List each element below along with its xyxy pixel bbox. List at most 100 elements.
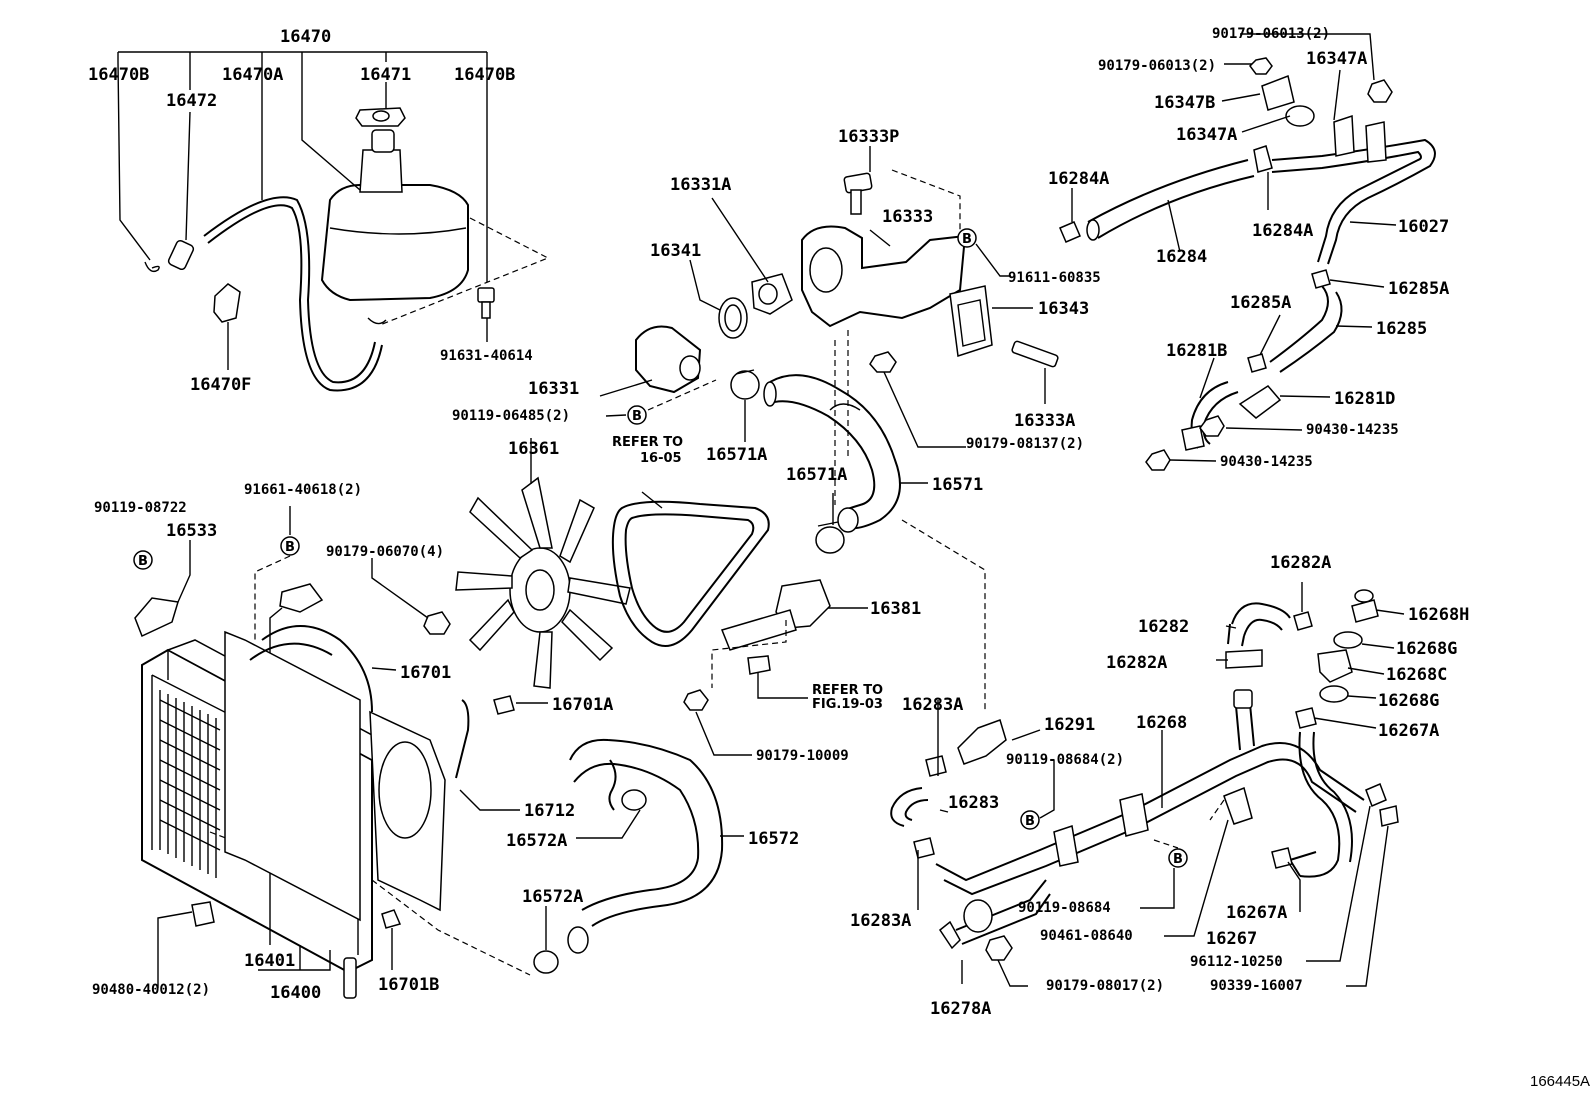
svg-text:B: B [962, 232, 972, 247]
label-16471: 16471 [360, 65, 411, 85]
outlet-gasket [949, 285, 993, 357]
label-16283: 16283 [948, 793, 999, 813]
label-90179-08137: 90179-08137(2) [966, 436, 1084, 452]
label-90119-08722: 90119-08722 [94, 500, 187, 516]
label-16343: 16343 [1038, 299, 1089, 319]
label-90179-08017: 90179-08017(2) [1046, 978, 1164, 994]
label-16572a-bottom: 16572A [522, 887, 583, 907]
svg-text:B: B [1025, 814, 1035, 829]
label-16331: 16331 [528, 379, 579, 399]
lower-radiator-hose [533, 738, 744, 974]
label-16701a: 16701A [552, 695, 613, 715]
cooling-fan [455, 438, 631, 689]
label-16268g-bottom: 16268G [1378, 691, 1439, 711]
fan-switch [683, 579, 868, 756]
label-90179-06013-top: 90179-06013(2) [1212, 26, 1330, 42]
label-16470a: 16470A [222, 65, 283, 85]
label-16281b: 16281B [1166, 341, 1227, 361]
label-16284a-right: 16284A [1252, 221, 1313, 241]
label-16701b: 16701B [378, 975, 439, 995]
label-16533: 16533 [166, 521, 217, 541]
label-90430-14235-a: 90430-14235 [1306, 422, 1399, 438]
bypass-hose-group [1059, 33, 1436, 471]
label-90461-08640: 90461-08640 [1040, 928, 1133, 944]
label-16381: 16381 [870, 599, 921, 619]
label-90430-14235-b: 90430-14235 [1220, 454, 1313, 470]
label-16027: 16027 [1398, 217, 1449, 237]
svg-text:B: B [632, 409, 642, 424]
label-16283a-bottom: 16283A [850, 911, 911, 931]
drive-belt [611, 491, 770, 647]
label-16712: 16712 [524, 801, 575, 821]
label-90480-40012: 90480-40012(2) [92, 982, 210, 998]
reservoir-bracket [213, 283, 241, 323]
label-16285: 16285 [1376, 319, 1427, 339]
label-16333a: 16333A [1014, 411, 1075, 431]
label-16281d: 16281D [1334, 389, 1395, 409]
label-91631-40614: 91631-40614 [440, 348, 533, 364]
label-16470: 16470 [280, 27, 331, 47]
label-16333: 16333 [882, 207, 933, 227]
radiator-cap [279, 583, 324, 613]
label-16284: 16284 [1156, 247, 1207, 267]
label-16571a-top: 16571A [706, 445, 767, 465]
label-16347a-top: 16347A [1306, 49, 1367, 69]
label-16400: 16400 [270, 983, 321, 1003]
water-pipe-group: B B [890, 582, 1405, 987]
label-16361: 16361 [508, 439, 559, 459]
svg-text:B: B [1173, 852, 1183, 867]
label-90179-06013-mid: 90179-06013(2) [1098, 58, 1216, 74]
label-16331a: 16331A [670, 175, 731, 195]
label-16285a-left: 16285A [1230, 293, 1291, 313]
label-16282: 16282 [1138, 617, 1189, 637]
svg-text:B: B [138, 554, 148, 569]
label-16284a-left: 16284A [1048, 169, 1109, 189]
label-16347a-mid: 16347A [1176, 125, 1237, 145]
label-16472: 16472 [166, 91, 217, 111]
label-16401: 16401 [244, 951, 295, 971]
radiator-bracket [134, 597, 179, 638]
refer-note-belt-line1: REFER TO [612, 435, 683, 450]
label-16285a-right: 16285A [1388, 279, 1449, 299]
label-16571: 16571 [932, 475, 983, 495]
label-16470f: 16470F [190, 375, 251, 395]
refer-note-switch-line1: REFER TO [812, 683, 883, 698]
label-16282a-top: 16282A [1270, 553, 1331, 573]
label-16470b-left: 16470B [88, 65, 149, 85]
thermostat-group: B B [599, 146, 1059, 712]
label-16267a-bottom: 16267A [1226, 903, 1287, 923]
reservoir-tank [320, 184, 469, 302]
label-16333p: 16333P [838, 127, 899, 147]
label-16571a-mid: 16571A [786, 465, 847, 485]
figure-id: 166445A [1530, 1073, 1590, 1090]
label-16268g-top: 16268G [1396, 639, 1457, 659]
label-16572a-top: 16572A [506, 831, 567, 851]
label-16282a-mid: 16282A [1106, 653, 1167, 673]
label-16291: 16291 [1044, 715, 1095, 735]
svg-text:B: B [285, 540, 295, 555]
upper-radiator-hose [763, 374, 928, 554]
reservoir-tank-group [117, 51, 550, 392]
fan-shroud: B B [133, 506, 548, 970]
label-90119-08684: 90119-08684 [1018, 900, 1111, 916]
label-16572: 16572 [748, 829, 799, 849]
refer-note-switch-line2: FIG.19-03 [812, 697, 883, 712]
label-90119-08684-2: 90119-08684(2) [1006, 752, 1124, 768]
label-90119-06485: 90119-06485(2) [452, 408, 570, 424]
label-16341: 16341 [650, 241, 701, 261]
water-outlet-housing [801, 225, 967, 328]
label-90179-10009: 90179-10009 [756, 748, 849, 764]
label-16268: 16268 [1136, 713, 1187, 733]
label-90179-06070: 90179-06070(4) [326, 544, 444, 560]
label-16283a-top: 16283A [902, 695, 963, 715]
label-16268h: 16268H [1408, 605, 1469, 625]
label-16470b-right: 16470B [454, 65, 515, 85]
label-91661-40618: 91661-40618(2) [244, 482, 362, 498]
label-16701: 16701 [400, 663, 451, 683]
label-16267: 16267 [1206, 929, 1257, 949]
label-16268c: 16268C [1386, 665, 1447, 685]
label-16347b: 16347B [1154, 93, 1215, 113]
part-number-labels: 16470 16470B 16472 16470A 16471 16470B 1… [88, 26, 1590, 1090]
refer-note-belt-line2: 16-05 [640, 451, 682, 466]
